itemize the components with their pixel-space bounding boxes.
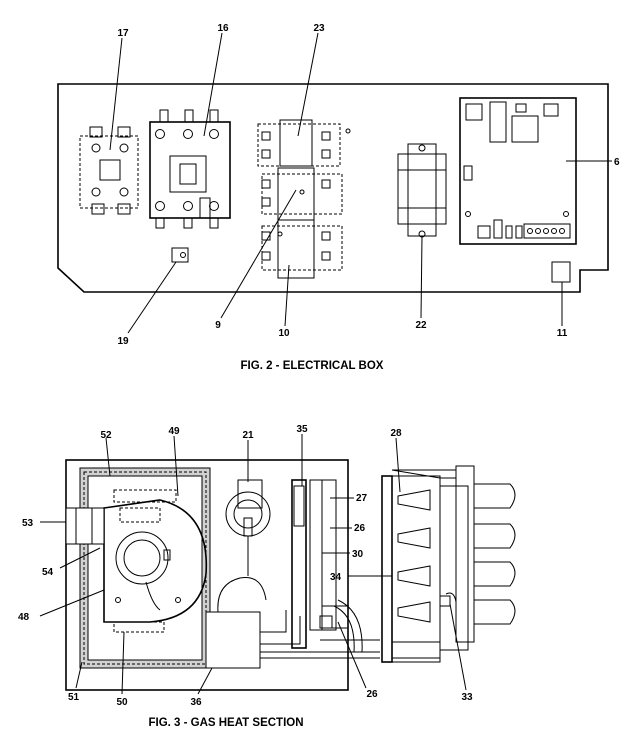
junction-block-53: [65, 507, 105, 545]
contactor-16: [149, 109, 231, 229]
gas-heat-leaders: [39, 434, 467, 695]
caption-fig-2: FIG. 2 - ELECTRICAL BOX: [241, 360, 384, 372]
callout-49: 49: [168, 426, 180, 437]
contactor-17: [79, 126, 139, 215]
callout-33: 33: [461, 692, 473, 703]
gas-heat-section-figure: 52 49 21 35 28 27 26 30 53 54 34 48 51 5…: [18, 424, 516, 729]
callout-17: 17: [117, 28, 129, 39]
callout-48: 48: [18, 612, 30, 623]
electrical-box-figure: 17 16 23 6 19 9 10 22 11 FIG. 2 - ELECTR…: [57, 23, 620, 372]
callout-26-lower: 26: [366, 689, 378, 700]
callout-50: 50: [116, 697, 128, 708]
callout-26-upper: 26: [354, 523, 366, 534]
callout-16: 16: [217, 23, 229, 34]
fuse-11: [551, 261, 571, 283]
gas-heat-panel: [65, 459, 349, 691]
burner-assembly-side-view: [381, 465, 516, 663]
terminal-19: [171, 247, 189, 263]
relay-10: [261, 219, 343, 279]
gasket-52: [79, 467, 211, 669]
callout-36: 36: [190, 697, 202, 708]
gas-valve-36: [205, 576, 301, 669]
callout-53: 53: [22, 518, 34, 529]
inducer-blower-49: [103, 489, 208, 633]
callout-22: 22: [415, 320, 427, 331]
wire-harness: [260, 599, 380, 659]
control-board-6: [459, 97, 577, 245]
callout-35: 35: [296, 424, 308, 435]
callout-6: 6: [614, 157, 620, 168]
callout-28: 28: [390, 428, 402, 439]
callout-21: 21: [242, 430, 254, 441]
callout-10: 10: [278, 328, 290, 339]
burner-manifold-35: [291, 479, 349, 649]
callout-54: 54: [42, 567, 54, 578]
callout-52: 52: [100, 430, 112, 441]
callout-34: 34: [330, 572, 342, 583]
callout-51: 51: [68, 692, 80, 703]
caption-fig-3: FIG. 3 - GAS HEAT SECTION: [148, 717, 303, 729]
electrical-box-panel: [57, 83, 609, 293]
callout-11: 11: [557, 328, 568, 339]
callout-30: 30: [352, 549, 364, 560]
callout-9: 9: [215, 320, 221, 331]
relay-9: [261, 167, 343, 221]
electrical-box-leaders: [109, 32, 612, 334]
relay-23: [257, 119, 351, 167]
pressure-switch-21: [225, 479, 271, 576]
callout-27: 27: [356, 493, 368, 504]
transformer-22: [397, 143, 447, 238]
callout-23: 23: [313, 23, 325, 34]
callout-19: 19: [117, 336, 129, 347]
